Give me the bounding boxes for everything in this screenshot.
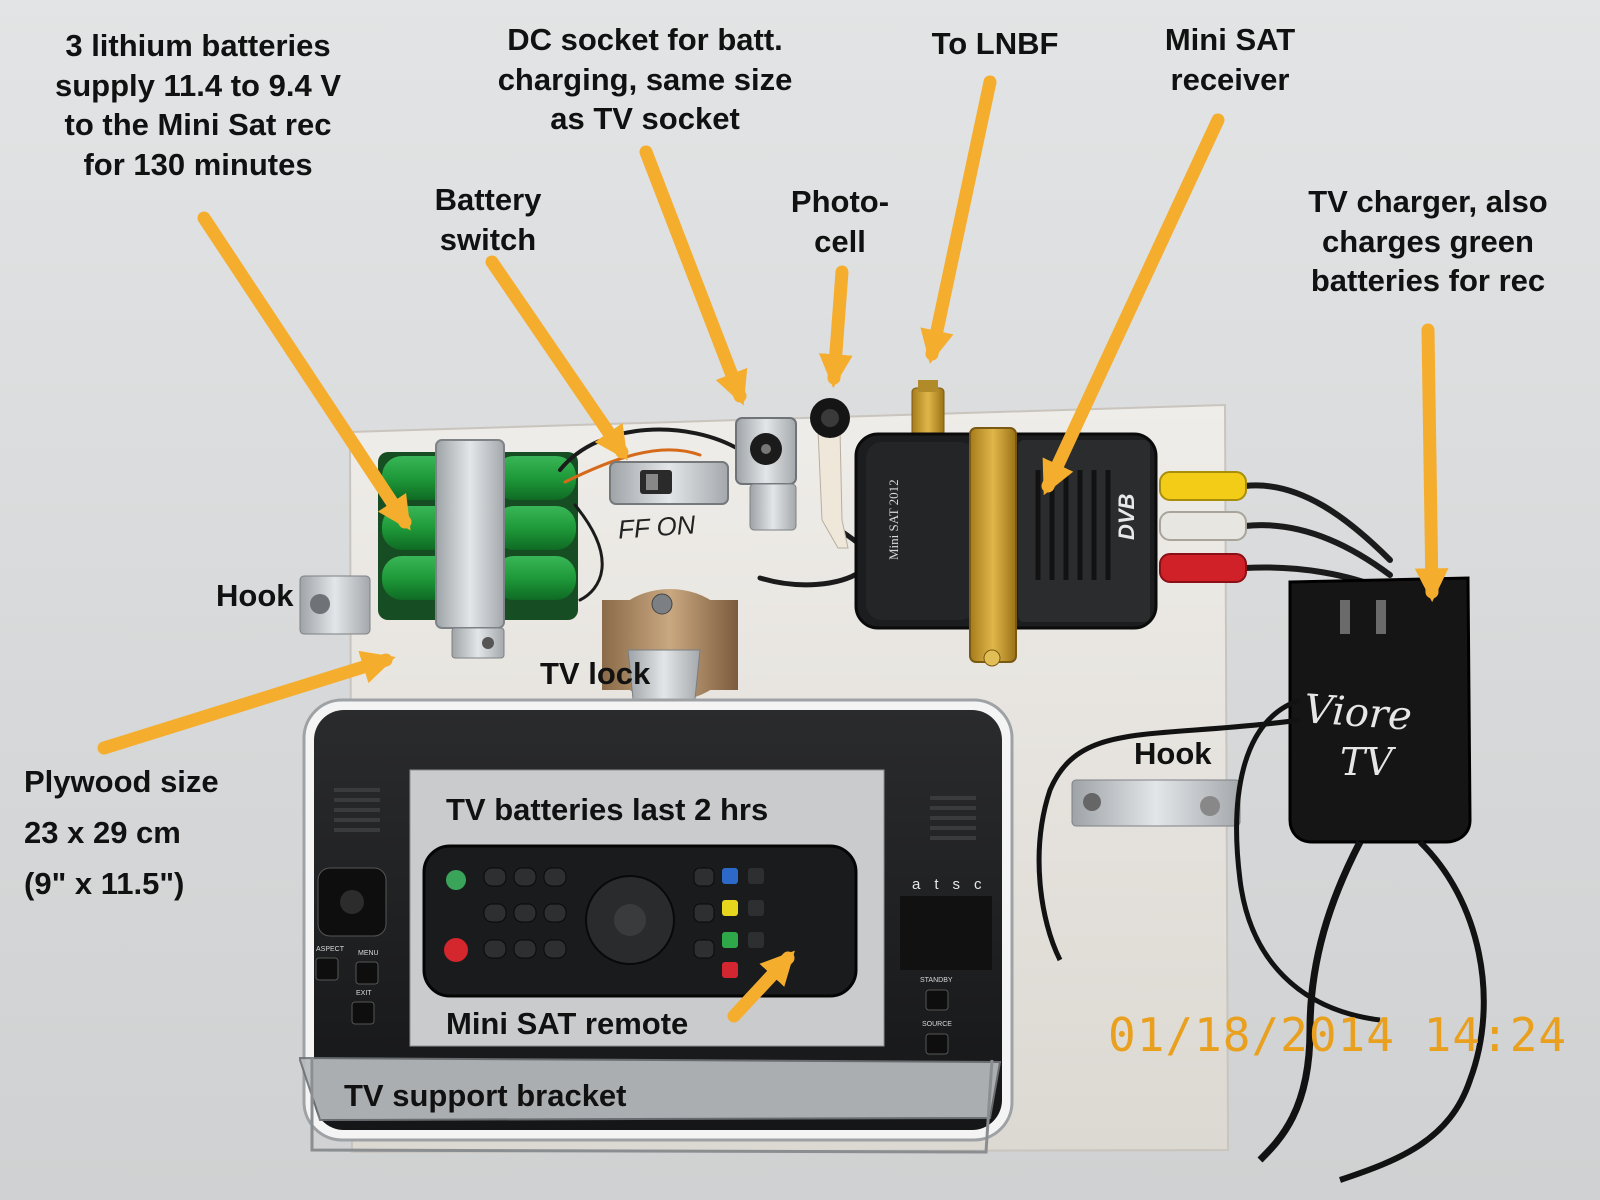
arrow-battery-switch [485, 255, 629, 461]
receiver-model-text: Mini SAT 2012 [886, 479, 901, 560]
label-receiver-line-1: Mini SAT [1164, 22, 1296, 57]
label-battery-switch: Battery switch [408, 180, 568, 259]
adapter-text-line-2: TV [1340, 740, 1393, 784]
arrow-receiver [1041, 113, 1225, 496]
battery-pack [378, 439, 578, 629]
hook-right [1071, 779, 1241, 827]
tv-button-aspect: ASPECT [316, 946, 345, 953]
label-plywood-line-3: (9" x 11.5") [24, 866, 185, 902]
label-batteries-line-3: to the Mini Sat rec [64, 107, 332, 143]
adapter-text-line-1: Viore [1302, 686, 1414, 740]
label-batteries-line-2: supply 11.4 to 9.4 V [54, 67, 341, 103]
label-battery-switch-line-2: switch [439, 221, 537, 257]
arrow-photocell [818, 265, 853, 389]
label-remote: Mini SAT remote [446, 1006, 689, 1041]
label-hook-left: Hook [216, 578, 294, 613]
mini-sat-remote [422, 844, 858, 998]
photocell [810, 398, 850, 549]
wiring [558, 427, 863, 602]
label-battery-switch-line-1: Battery [434, 182, 542, 217]
arrow-remote [727, 950, 795, 1023]
label-tv-lock: TV lock [540, 656, 651, 691]
annotation-arrows [97, 75, 1449, 1023]
label-dc-socket-line-3: as TV socket [550, 101, 740, 137]
label-tv-charger-line-2: charges green [1322, 223, 1534, 259]
label-tv-charger-line-1: TV charger, also [1308, 184, 1548, 219]
label-hook-right: Hook [1134, 736, 1212, 771]
label-dc-socket: DC socket for batt. charging, same size … [460, 20, 830, 139]
label-plywood: Plywood size 23 x 29 cm (9" x 11.5") [24, 756, 219, 909]
tv-brand-text: atsc [912, 876, 996, 893]
label-dc-socket-line-2: charging, same size [497, 61, 793, 97]
tv-button-standby: STANDBY [920, 977, 953, 984]
label-batteries: 3 lithium batteries supply 11.4 to 9.4 V… [18, 26, 378, 185]
arrow-lnbf [920, 75, 997, 364]
label-photocell: Photo- cell [770, 182, 910, 261]
label-bracket: TV support bracket [344, 1078, 627, 1113]
label-tv-charger: TV charger, also charges green batteries… [1258, 182, 1598, 301]
battery-switch [609, 461, 729, 505]
label-plywood-line-2: 23 x 29 cm [24, 815, 181, 851]
switch-marks-text: FF ON [617, 509, 697, 545]
tv-button-source: SOURCE [922, 1021, 952, 1028]
label-plywood-line-1: Plywood size [24, 764, 219, 799]
label-tv-charger-line-3: batteries for rec [1310, 263, 1546, 299]
arrow-plywood [97, 650, 396, 755]
arrow-tv-charger [1414, 323, 1449, 603]
tv-button-menu: MENU [358, 950, 379, 957]
label-receiver: Mini SAT receiver [1130, 20, 1330, 99]
label-lnbf: To LNBF [931, 26, 1059, 61]
label-photocell-line-1: Photo- [790, 184, 890, 219]
rca-cables [1159, 471, 1393, 593]
label-batteries-line-4: for 130 minutes [83, 147, 313, 183]
label-tv-batteries: TV batteries last 2 hrs [446, 792, 769, 827]
label-receiver-line-2: receiver [1170, 61, 1290, 97]
hook-left [299, 575, 505, 659]
receiver-dvb-logo: DVB [1114, 493, 1139, 540]
lnbf-connector [911, 380, 945, 441]
arrow-dc-socket [639, 145, 748, 406]
date-timestamp: 01/18/2014 14:24 [1108, 1008, 1568, 1062]
tv-charger [1036, 576, 1487, 1183]
arrow-batteries [197, 211, 412, 531]
tv-button-exit: EXIT [356, 990, 372, 997]
label-batteries-line-1: 3 lithium batteries [65, 28, 331, 63]
label-photocell-line-2: cell [814, 223, 866, 259]
label-dc-socket-line-1: DC socket for batt. [507, 22, 783, 57]
dc-socket [735, 417, 797, 531]
